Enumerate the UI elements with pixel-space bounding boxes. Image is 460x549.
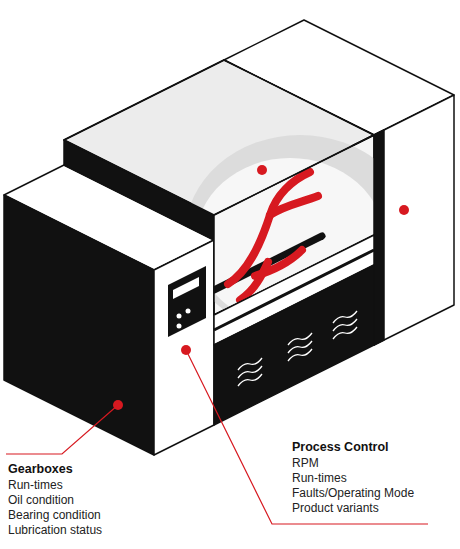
vent bbox=[238, 374, 262, 386]
mixer-arm bbox=[255, 250, 302, 276]
vent bbox=[333, 319, 357, 331]
callout-heading: Gearboxes bbox=[8, 462, 73, 477]
callout-item: Bearing condition bbox=[8, 508, 101, 523]
right-housing-front bbox=[374, 95, 454, 345]
leader-line bbox=[186, 350, 428, 524]
callout-dot bbox=[399, 205, 409, 215]
callout-item: Run-times bbox=[292, 471, 347, 486]
callout-item: Run-times bbox=[8, 478, 63, 493]
leader-line bbox=[6, 405, 118, 454]
callout-heading: Process Control bbox=[292, 440, 389, 455]
callout-item: Oil condition bbox=[8, 493, 74, 508]
callout-item: Product variants bbox=[292, 501, 379, 516]
vent bbox=[333, 327, 357, 339]
panel-button bbox=[177, 314, 182, 319]
mixer-arm bbox=[270, 196, 318, 215]
panel-button bbox=[186, 309, 191, 314]
hood-outline bbox=[64, 60, 374, 215]
left-housing-side bbox=[4, 195, 154, 455]
panel-display bbox=[173, 277, 199, 299]
callout-item: Lubrication status bbox=[8, 523, 102, 538]
callout-dot bbox=[181, 345, 191, 355]
callout-dot bbox=[113, 400, 123, 410]
vent bbox=[288, 341, 312, 353]
mixer-arm bbox=[228, 172, 310, 284]
panel-button bbox=[177, 324, 182, 329]
vent bbox=[238, 358, 262, 370]
vent bbox=[288, 333, 312, 345]
callout-item: RPM bbox=[292, 456, 319, 471]
right-housing-edge bbox=[374, 130, 384, 345]
callout-dot bbox=[257, 165, 267, 175]
base-front bbox=[214, 265, 374, 425]
callout-item: Faults/Operating Mode bbox=[292, 486, 414, 501]
vent bbox=[238, 366, 262, 378]
vent bbox=[288, 349, 312, 361]
left-housing-front bbox=[154, 240, 214, 455]
control-panel bbox=[168, 266, 206, 337]
vent bbox=[333, 311, 357, 323]
